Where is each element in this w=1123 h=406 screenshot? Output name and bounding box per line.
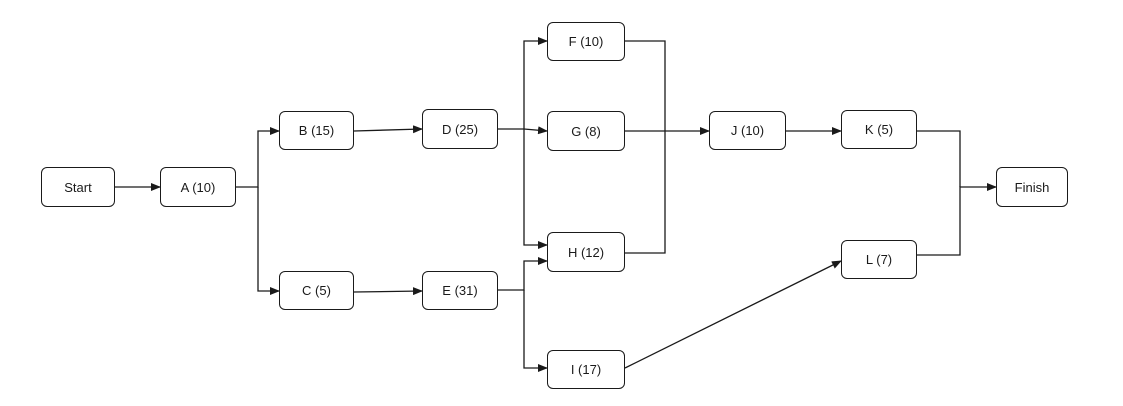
node-start[interactable]: Start [41,167,115,207]
node-finish-label: Finish [1014,179,1050,195]
node-h[interactable]: H (12) [547,232,625,272]
node-i-label: I (17) [570,362,602,377]
edge-f-j [625,40,666,131]
node-a-label: A (10) [180,179,216,195]
node-j[interactable]: J (10) [709,111,786,150]
edge-a-b [236,127,280,188]
node-c[interactable]: C (5) [279,271,354,310]
edge-c-e [353,287,423,296]
node-f[interactable]: F (10) [547,22,625,61]
node-j-label: J (10) [730,123,765,138]
node-g-label: G (8) [571,123,601,139]
edge-a-c [257,187,280,295]
node-e[interactable]: E (31) [422,271,498,310]
node-b[interactable]: B (15) [279,111,354,150]
edge-k-finish [917,130,961,187]
node-k[interactable]: K (5) [841,110,917,149]
node-c-label: C (5) [302,283,331,298]
edge-h-j [625,131,666,254]
node-finish[interactable]: Finish [996,167,1068,207]
node-l[interactable]: L (7) [841,240,917,279]
edge-l-finish [917,183,997,256]
node-d[interactable]: D (25) [422,109,498,149]
node-a[interactable]: A (10) [160,167,236,207]
node-k-label: K (5) [864,122,894,137]
edge-d-g [523,126,548,135]
edge-d-h [523,129,548,249]
connector-layer [115,37,997,372]
edge-e-h [498,257,548,291]
node-h-label: H (12) [567,244,605,260]
node-start-label: Start [64,179,92,195]
node-e-label: E (31) [442,283,478,298]
edge-b-d [353,125,423,134]
node-l-label: L (7) [865,252,893,267]
node-i[interactable]: I (17) [547,350,625,389]
node-b-label: B (15) [298,123,335,138]
edge-i-l [624,260,842,369]
edge-d-f [498,37,548,130]
node-d-label: D (25) [441,121,479,137]
node-f-label: F (10) [568,34,604,49]
node-g[interactable]: G (8) [547,111,625,151]
edge-e-i [523,290,548,372]
